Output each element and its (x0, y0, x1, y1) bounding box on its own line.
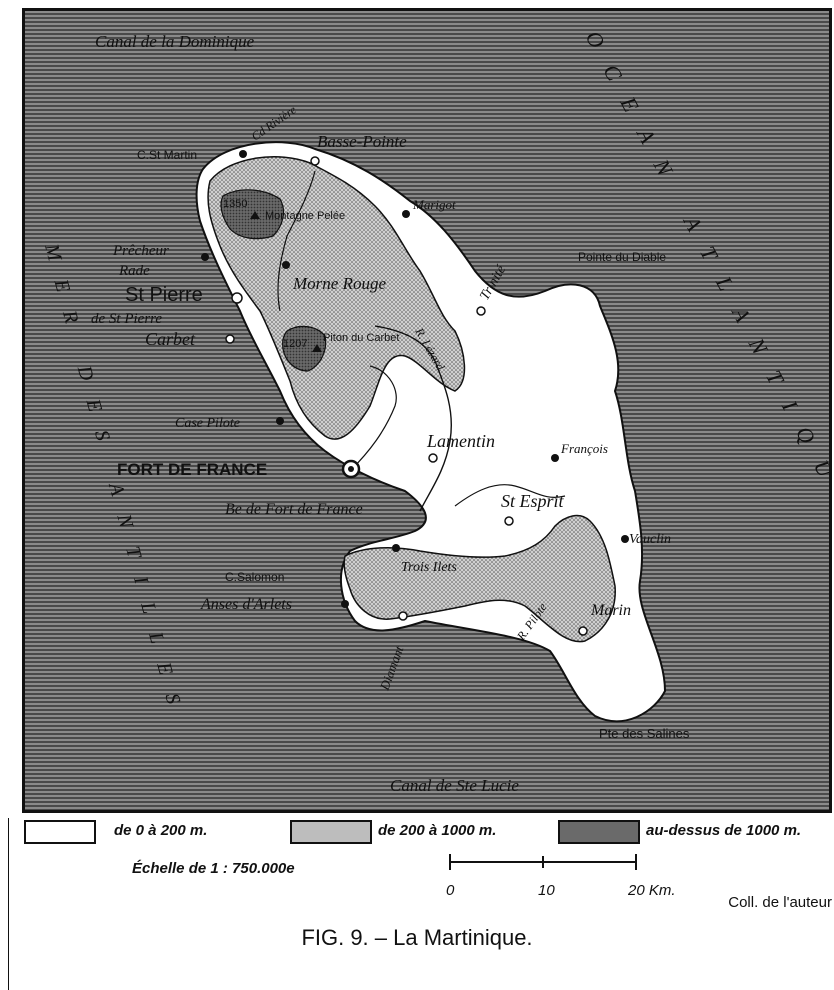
town-marker-francois (551, 454, 559, 462)
pelee-high-elevation (220, 189, 285, 240)
label-canal-dominique: Canal de la Dominique (95, 32, 255, 51)
frame-rule (8, 818, 9, 990)
town-marker-lamentin (428, 453, 438, 463)
parish-line (349, 365, 397, 472)
town-marker-marin (578, 626, 588, 636)
label-morne-rouge: Morne Rouge (292, 274, 386, 293)
town-marker-case-pilote (276, 417, 284, 425)
label-rade: Rade (118, 263, 150, 279)
label-vauclin: Vauclin (629, 532, 671, 547)
summit-marker-pelee (250, 211, 260, 219)
town-marker-anses-darlets (341, 600, 349, 608)
label-elevation-1350: 1350 (223, 198, 247, 210)
label-c-salomon: C.Salomon (225, 570, 284, 584)
label-pte-des-salines: Pte des Salines (599, 726, 690, 741)
parish-line (454, 484, 566, 507)
label-c-st-martin: C.St Martin (137, 148, 197, 162)
town-marker-vauclin (621, 535, 629, 543)
figure-caption: FIG. 9. – La Martinique. (301, 925, 533, 950)
scale-tick-20: 20 Km. (628, 882, 676, 899)
town-marker-c-st-martin (239, 150, 247, 158)
town-marker-trinite (476, 306, 486, 316)
legend-label-low: de 0 à 200 m. (114, 822, 208, 839)
town-marker-st-esprit (504, 516, 514, 526)
parish-line (277, 170, 316, 312)
legend: de 0 à 200 m. de 200 à 1000 m. au-dessus… (22, 818, 834, 938)
town-marker-diamant (398, 611, 408, 621)
label-trois-ilets: Trois Ilets (401, 560, 457, 575)
legend-swatch-high (558, 820, 640, 844)
legend-label-mid: de 200 à 1000 m. (378, 822, 497, 839)
legend-swatch-low (24, 820, 96, 844)
settlements (201, 150, 629, 636)
label-basse-pointe: Basse-Pointe (317, 132, 407, 151)
label-baie-fort-de-france: Be de Fort de France (225, 501, 363, 518)
carbet-high-elevation (282, 325, 327, 372)
town-marker-trois-ilets (392, 544, 400, 552)
label-marin: Marin (590, 602, 631, 619)
river-lezard (374, 325, 453, 512)
credit: Coll. de l'auteur (728, 894, 832, 911)
scale-tick-10: 10 (538, 882, 555, 899)
label-canal-ste-lucie: Canal de Ste Lucie (390, 776, 519, 795)
label-elevation-1207: 1207 (283, 338, 307, 350)
scale-text: Échelle de 1 : 750.000e (132, 860, 295, 877)
label-case-pilote: Case Pilote (175, 416, 240, 431)
legend-label-high: au-dessus de 1000 m. (646, 822, 802, 839)
label-precheur: Prêcheur (112, 243, 169, 259)
label-marigot: Marigot (412, 197, 456, 212)
map-frame: Canal de la Dominique Canal de Ste Lucie… (22, 8, 832, 813)
town-marker-basse-pointe (310, 156, 320, 166)
town-marker-fort-de-france-center (348, 466, 354, 472)
legend-swatch-mid (290, 820, 372, 844)
scale-tick-0: 0 (446, 882, 455, 899)
label-montagne-pelee: Montagne Pelée (265, 210, 345, 222)
town-marker-marigot (402, 210, 410, 218)
label-st-pierre: St Pierre (125, 284, 203, 306)
town-marker-precheur (201, 253, 209, 261)
label-pointe-du-diable: Pointe du Diable (578, 250, 666, 264)
town-marker-morne-rouge (282, 261, 290, 269)
label-lamentin: Lamentin (426, 431, 495, 451)
summit-marker-carbet (312, 344, 322, 352)
martinique-map: Canal de la Dominique Canal de Ste Lucie… (25, 11, 829, 810)
scale-bar (449, 854, 637, 870)
label-piton-du-carbet: Piton du Carbet (323, 332, 399, 344)
label-de-st-pierre: de St Pierre (91, 311, 162, 327)
label-anses-darlets: Anses d'Arlets (200, 596, 292, 613)
label-st-esprit: St Esprit (501, 491, 565, 511)
label-carbet: Carbet (145, 329, 196, 349)
town-marker-carbet (225, 334, 235, 344)
town-marker-st-pierre (231, 292, 243, 304)
label-francois: François (560, 441, 608, 456)
label-fort-de-france: FORT DE FRANCE (117, 460, 267, 479)
south-mid-elevation (343, 514, 616, 643)
